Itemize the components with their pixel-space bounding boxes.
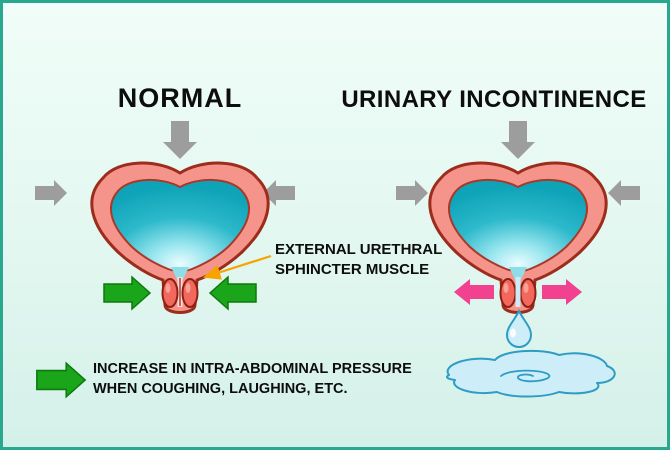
legend-label: INCREASE IN INTRA-ABDOMINAL PRESSURE WHE… bbox=[93, 359, 412, 399]
puddle-swirl bbox=[500, 369, 551, 383]
gray-left-arrow-icon bbox=[608, 180, 640, 206]
incontinence-title: URINARY INCONTINENCE bbox=[341, 86, 647, 113]
normal-title: NORMAL bbox=[117, 83, 243, 113]
gray-right-arrow-icon bbox=[396, 180, 428, 206]
sphincter-label-line1: EXTERNAL URETHRAL bbox=[275, 241, 443, 258]
green-squeeze-left-arrow-icon bbox=[209, 276, 257, 310]
diagram-scene bbox=[35, 121, 640, 398]
legend-green-arrow-icon bbox=[36, 362, 86, 398]
legend-label-line1: INCREASE IN INTRA-ABDOMINAL PRESSURE bbox=[93, 361, 412, 377]
sphincter-label-line2: SPHINCTER MUSCLE bbox=[275, 261, 430, 278]
sphincter-pointer-arrow-icon bbox=[202, 254, 272, 280]
urine-drop-icon bbox=[505, 308, 533, 348]
sphincter-label: EXTERNAL URETHRAL SPHINCTER MUSCLE bbox=[275, 240, 442, 280]
gray-down-arrow-icon bbox=[163, 121, 197, 159]
green-squeeze-right-arrow-icon bbox=[103, 276, 151, 310]
urine-puddle-icon bbox=[446, 349, 616, 398]
gray-right-arrow-icon bbox=[35, 180, 67, 206]
pink-open-left-arrow-icon bbox=[454, 279, 494, 305]
pink-open-right-arrow-icon bbox=[542, 279, 582, 305]
drop-highlight bbox=[510, 328, 516, 338]
gray-down-arrow-icon bbox=[501, 121, 535, 159]
legend-label-line2: WHEN COUGHING, LAUGHING, ETC. bbox=[93, 381, 348, 397]
open-urethra-channel bbox=[515, 277, 521, 306]
